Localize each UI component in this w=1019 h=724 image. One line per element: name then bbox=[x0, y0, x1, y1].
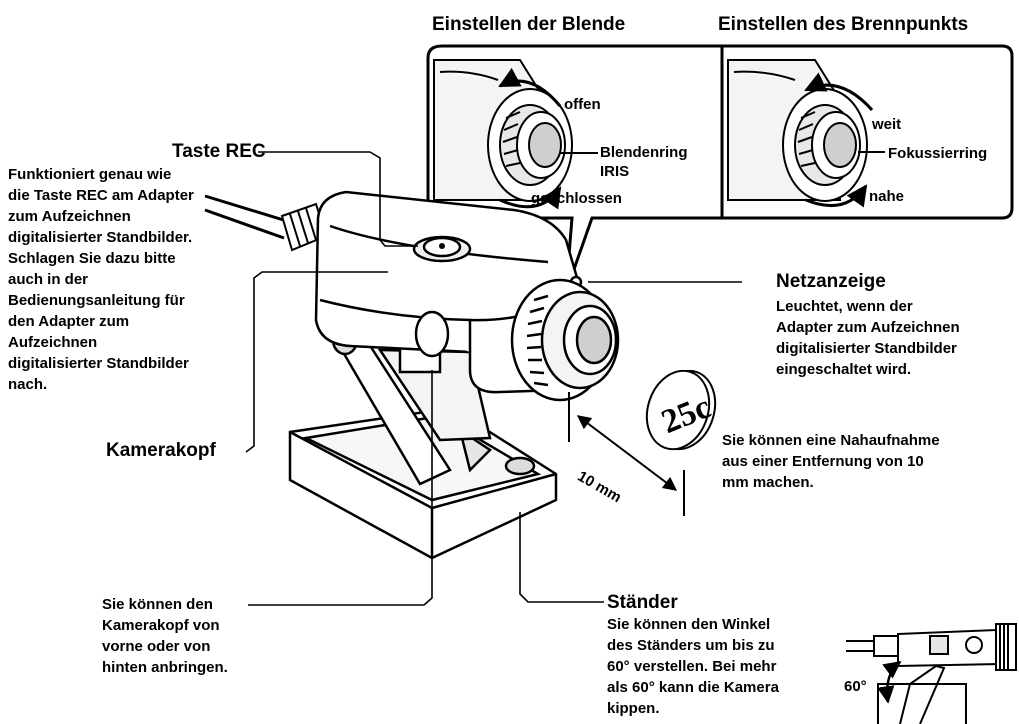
stand-description: Sie können den Winkel des Ständers um bi… bbox=[607, 616, 779, 717]
focus-rotation-arrows bbox=[804, 72, 885, 208]
focus-title: Einstellen des Brennpunkts bbox=[718, 14, 969, 35]
leader-lines bbox=[245, 151, 742, 606]
focus-lens-drawing bbox=[727, 59, 868, 202]
cable-boot bbox=[280, 202, 328, 252]
rec-title: Taste REC bbox=[172, 141, 266, 162]
focus-ring-label: Fokussierring bbox=[888, 145, 988, 162]
aperture-lens-drawing bbox=[433, 59, 573, 202]
aperture-rotation-arrows bbox=[498, 67, 598, 210]
mount-description: Sie können den Kamerakopf von vorne oder… bbox=[102, 596, 228, 676]
closeup-description: Sie können eine Nahaufnahme aus einer En… bbox=[722, 432, 940, 491]
aperture-ring-label: Blendenring bbox=[600, 144, 688, 161]
tilt-arrow bbox=[877, 660, 902, 704]
power-description: Leuchtet, wenn der Adapter zum Aufzeichn… bbox=[776, 298, 960, 378]
focus-far-label: weit bbox=[872, 116, 902, 133]
side-view-camera bbox=[846, 623, 1017, 724]
camera-lens bbox=[510, 278, 620, 402]
aperture-closed-label: geschlossen bbox=[531, 190, 622, 207]
aperture-iris-label: IRIS bbox=[600, 163, 630, 180]
camera-head-title: Kamerakopf bbox=[106, 440, 216, 461]
stand-title: Ständer bbox=[607, 592, 678, 613]
adjustment-panels bbox=[426, 44, 1014, 293]
distance-dimension bbox=[568, 392, 685, 516]
tilt-angle-label: 60° bbox=[844, 678, 867, 695]
aperture-open-label: offen bbox=[564, 96, 601, 113]
focus-near-label: nahe bbox=[869, 188, 905, 205]
power-title: Netzanzeige bbox=[776, 271, 886, 292]
rec-description: Funktioniert genau wie die Taste REC am … bbox=[8, 166, 194, 393]
camera-cable bbox=[204, 194, 291, 240]
aperture-title: Einstellen der Blende bbox=[432, 14, 626, 35]
